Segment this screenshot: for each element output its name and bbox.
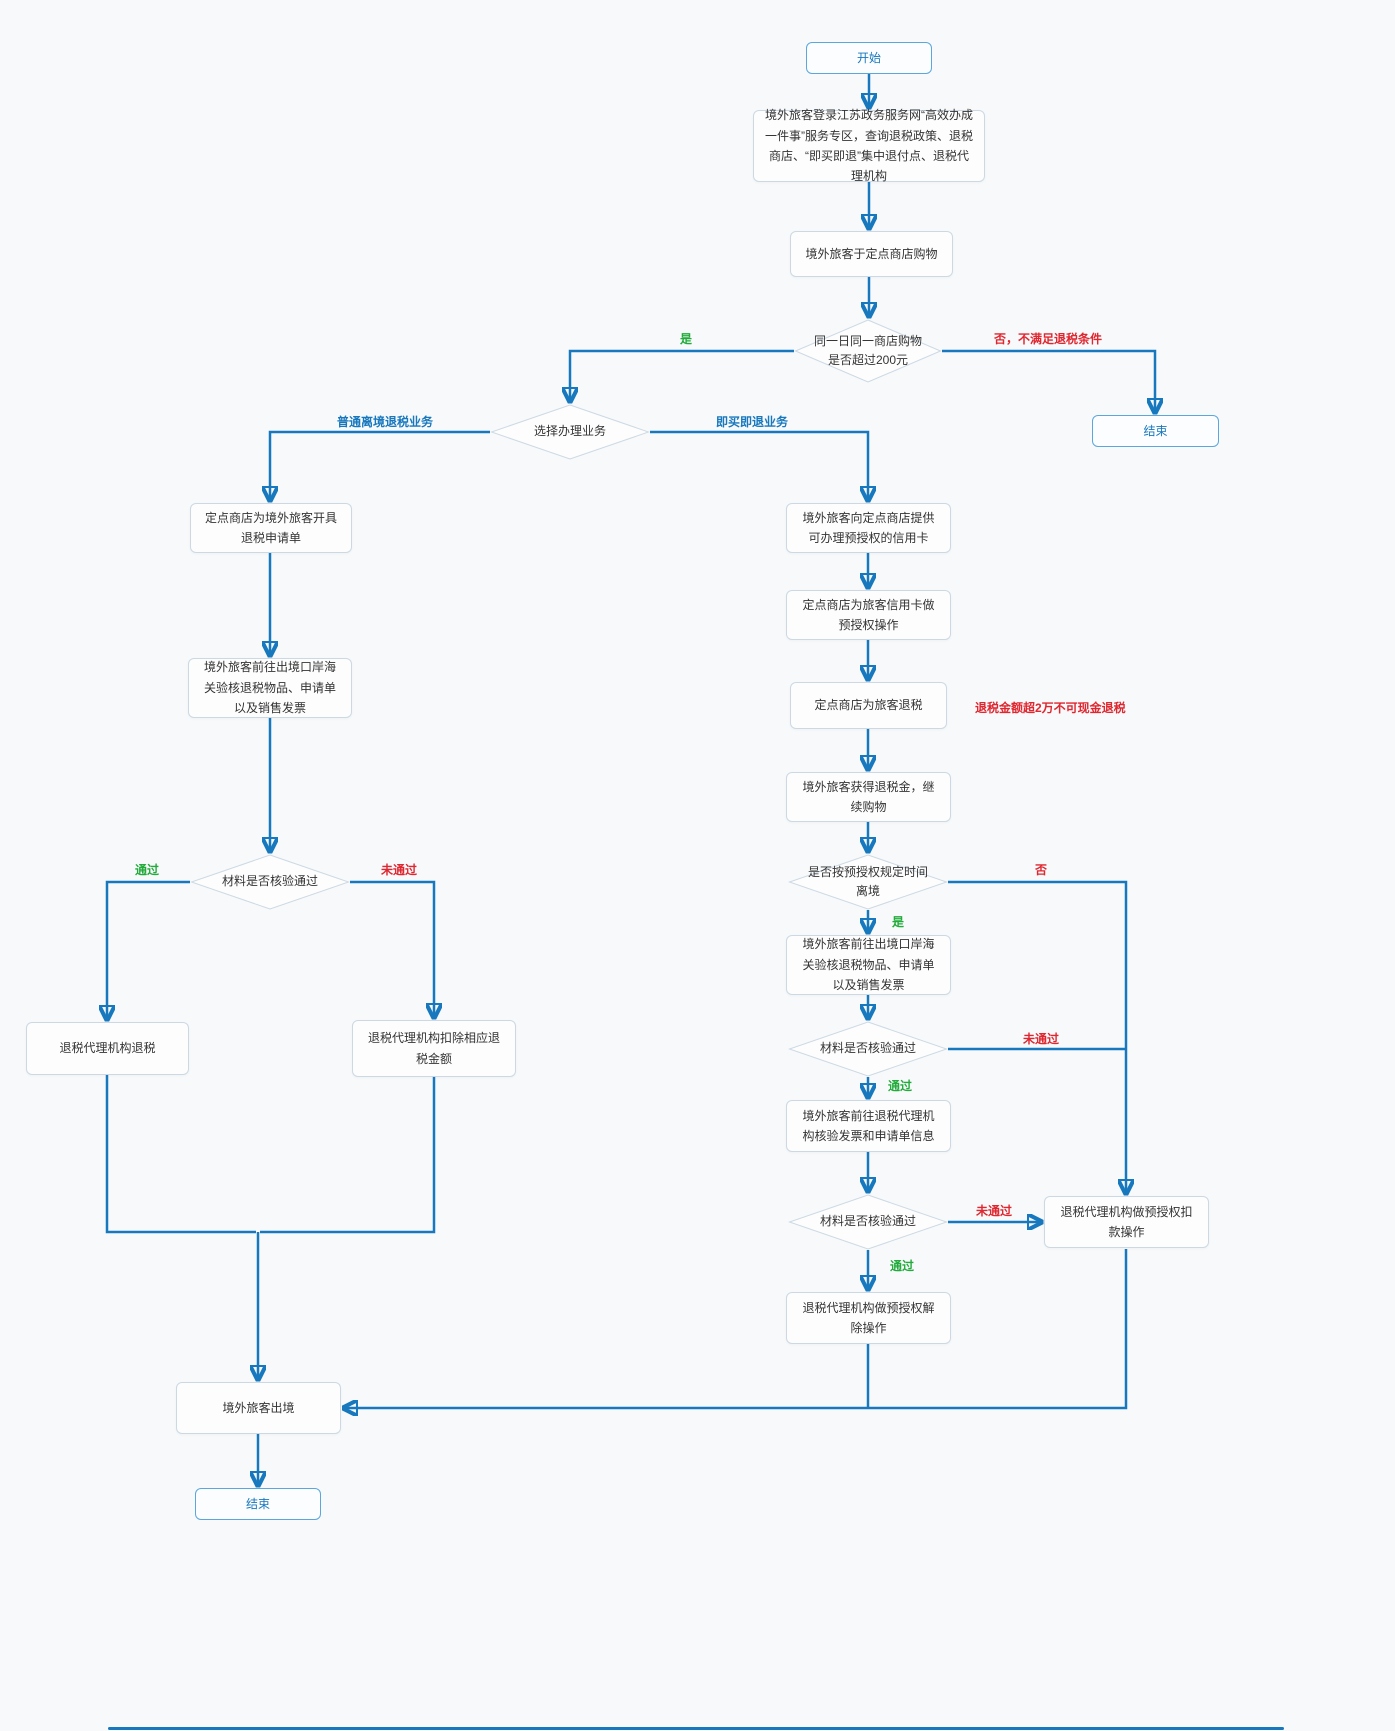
node-traveler-exit-label: 境外旅客出境 — [222, 1400, 295, 1415]
edge-label-cash-note: 退税金额超2万不可现金退税 — [975, 701, 1126, 715]
node-get-refund-continue: 境外旅客获得退税金，继续购物 — [786, 772, 951, 822]
node-decision-check-right-1-label: 材料是否核验通过 — [819, 1041, 916, 1056]
node-decision-check-right-2-label: 材料是否核验通过 — [819, 1214, 916, 1229]
bottom-border — [108, 1727, 1284, 1730]
node-preauth-release-label: 退税代理机构做预授权解除操作 — [802, 1300, 935, 1335]
edge-checkleft-fail-deduct — [350, 880, 434, 1016]
node-preauth-operation: 定点商店为旅客信用卡做预授权操作 — [786, 590, 951, 640]
edge-leave-no-charge — [948, 880, 1126, 1192]
edge-deduct-merge — [260, 1077, 436, 1234]
node-get-refund-continue-label: 境外旅客获得退税金，继续购物 — [802, 779, 935, 814]
node-preauth-charge: 退税代理机构做预授权扣款操作 — [1044, 1196, 1209, 1248]
node-end-left-label: 结束 — [245, 1496, 270, 1511]
edge-choose-instant-credit — [650, 430, 868, 499]
edge-label-fail-left: 未通过 — [381, 863, 418, 877]
node-provide-credit-card-label: 境外旅客向定点商店提供可办理预授权的信用卡 — [802, 510, 935, 545]
node-decision-choose-service-label: 选择办理业务 — [533, 424, 606, 439]
node-decision-check-left-label: 材料是否核验通过 — [221, 874, 318, 889]
node-provide-credit-card: 境外旅客向定点商店提供可办理预授权的信用卡 — [786, 503, 951, 553]
diamond-shape — [788, 1021, 948, 1077]
node-customs-verify-left-label: 境外旅客前往出境口岸海关验核退税物品、申请单以及销售发票 — [203, 660, 336, 716]
node-store-refund-label: 定点商店为旅客退税 — [814, 698, 923, 713]
node-decision-over-200-label: 同一日同一商店购物是否超过200元 — [814, 333, 923, 367]
diamond-shape — [788, 854, 948, 910]
node-customs-verify-left: 境外旅客前往出境口岸海关验核退税物品、申请单以及销售发票 — [188, 658, 352, 718]
edge-label-yes-over200: 是 — [680, 332, 693, 346]
node-login-portal-label: 境外旅客登录江苏政务服务网“高效办成一件事”服务专区，查询退税政策、退税商店、“… — [765, 108, 973, 184]
node-customs-verify-right-label: 境外旅客前往出境口岸海关验核退税物品、申请单以及销售发票 — [802, 937, 935, 993]
node-decision-leave-on-time: 是否按预授权规定时间离境 — [788, 854, 948, 910]
node-issue-refund-form: 定点商店为境外旅客开具退税申请单 — [190, 503, 352, 553]
edge-label-fail-check2: 未通过 — [976, 1204, 1013, 1218]
node-decision-check-right-1: 材料是否核验通过 — [788, 1021, 948, 1077]
node-decision-check-left: 材料是否核验通过 — [190, 854, 350, 910]
edge-checkleft-pass-refund — [107, 880, 190, 1018]
node-customs-verify-right: 境外旅客前往出境口岸海关验核退税物品、申请单以及销售发票 — [786, 935, 951, 995]
node-decision-choose-service: 选择办理业务 — [490, 404, 650, 460]
node-shop-at-store: 境外旅客于定点商店购物 — [790, 231, 953, 277]
node-agency-deduct-amount-label: 退税代理机构扣除相应退税金额 — [367, 1031, 500, 1066]
node-agency-verify-info: 境外旅客前往退税代理机构核验发票和申请单信息 — [786, 1100, 951, 1152]
edge-refund-merge — [105, 1075, 256, 1234]
node-issue-refund-form-label: 定点商店为境外旅客开具退税申请单 — [204, 510, 337, 545]
edge-choose-normal-issue — [270, 430, 490, 499]
node-start-label: 开始 — [856, 50, 881, 65]
node-decision-leave-on-time-label: 是否按预授权规定时间离境 — [808, 864, 929, 898]
diamond-shape — [788, 1194, 948, 1250]
edge-label-branch-normal: 普通离境退税业务 — [337, 415, 434, 429]
node-preauth-charge-label: 退税代理机构做预授权扣款操作 — [1060, 1204, 1193, 1239]
edge-over200-no-end — [942, 349, 1155, 411]
node-preauth-operation-label: 定点商店为旅客信用卡做预授权操作 — [802, 597, 935, 632]
node-login-portal: 境外旅客登录江苏政务服务网“高效办成一件事”服务专区，查询退税政策、退税商店、“… — [753, 108, 985, 183]
node-agency-verify-info-label: 境外旅客前往退税代理机构核验发票和申请单信息 — [802, 1108, 935, 1143]
node-agency-refund-label: 退税代理机构退税 — [59, 1041, 156, 1056]
edge-label-pass-left: 通过 — [135, 863, 160, 877]
edge-label-pass-check1: 通过 — [888, 1079, 913, 1093]
diamond-shape — [794, 319, 942, 383]
edge-label-no-over200: 否，不满足退税条件 — [994, 332, 1103, 346]
edge-label-no-leave: 否 — [1035, 863, 1048, 877]
diamond-shape — [190, 854, 350, 910]
edge-label-fail-check1: 未通过 — [1023, 1032, 1060, 1046]
node-store-refund: 定点商店为旅客退税 — [790, 682, 947, 729]
diamond-shape — [490, 404, 650, 460]
node-shop-at-store-label: 境外旅客于定点商店购物 — [805, 246, 938, 261]
node-decision-over-200: 同一日同一商店购物是否超过200元 — [794, 319, 942, 383]
node-agency-refund: 退税代理机构退税 — [26, 1022, 189, 1075]
node-decision-check-right-2: 材料是否核验通过 — [788, 1194, 948, 1250]
node-preauth-release: 退税代理机构做预授权解除操作 — [786, 1292, 951, 1344]
edge-label-yes-leave: 是 — [892, 915, 905, 929]
node-end-left: 结束 — [195, 1488, 321, 1520]
node-traveler-exit: 境外旅客出境 — [176, 1382, 341, 1434]
edge-label-pass-check2: 通过 — [890, 1259, 915, 1273]
node-agency-deduct-amount: 退税代理机构扣除相应退税金额 — [352, 1020, 516, 1077]
node-end-right: 结束 — [1092, 415, 1219, 447]
edge-over200-yes-choose — [570, 349, 794, 400]
edge-charge-exit — [345, 1249, 1128, 1408]
node-start: 开始 — [806, 42, 932, 74]
edge-label-branch-instant: 即买即退业务 — [716, 415, 789, 429]
node-end-right-label: 结束 — [1143, 423, 1168, 438]
